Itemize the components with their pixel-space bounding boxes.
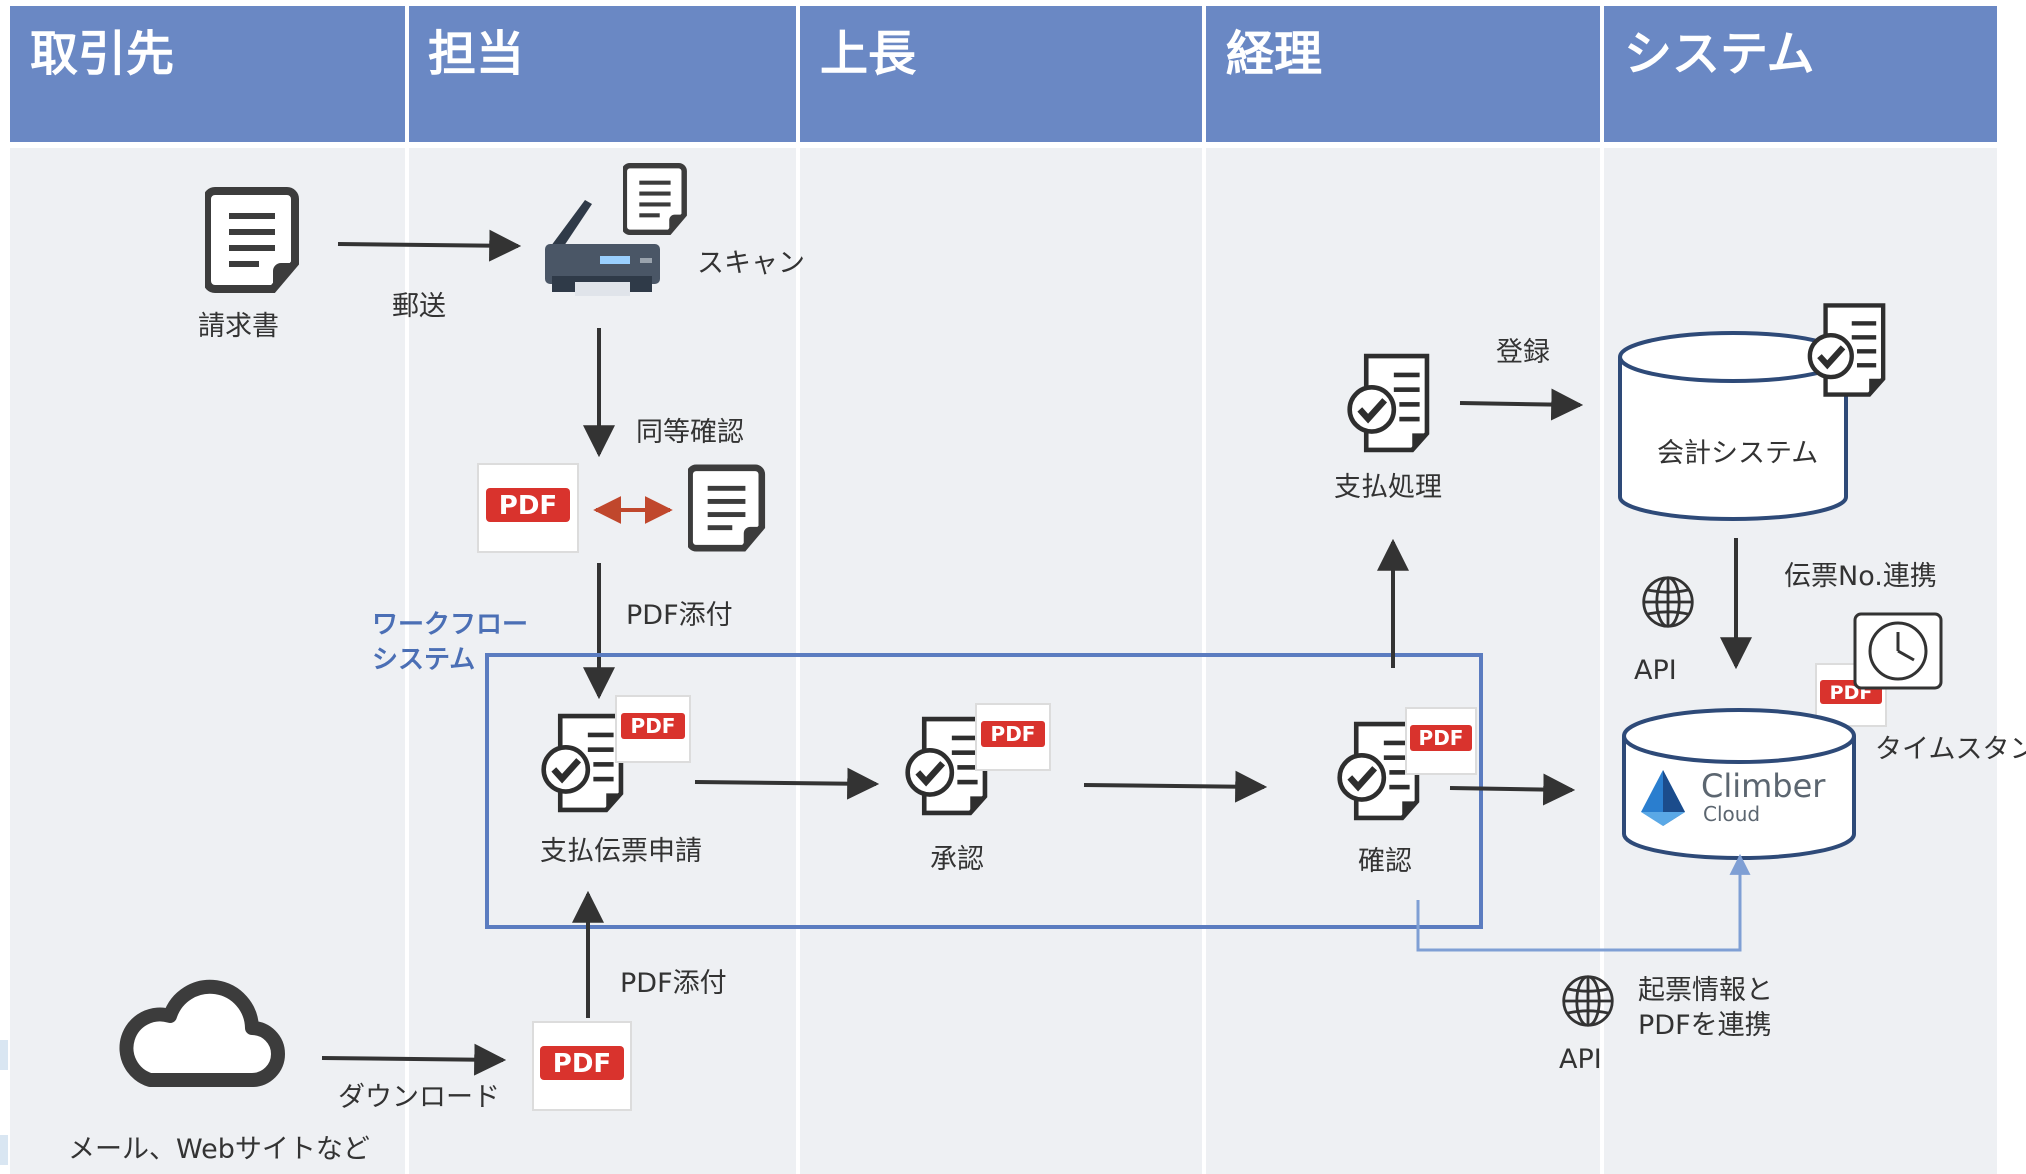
pdf-attach-label-1: PDF添付 <box>626 600 733 631</box>
pdf-file-icon-6: PDF <box>532 1021 632 1111</box>
approval-label: 承認 <box>930 844 984 875</box>
pdf-badge-text: PDF <box>991 722 1036 746</box>
cloud-icon <box>119 979 285 1087</box>
pdf-badge-text: PDF <box>499 491 557 521</box>
voucher-request-label: 支払伝票申請 <box>540 836 702 867</box>
workflow-system-label-2: システム <box>372 645 475 675</box>
timestamp-label: タイムスタンプ <box>1875 734 2026 765</box>
scan-label: スキャン <box>697 248 805 279</box>
pdf-file-icon-4: PDF <box>1405 707 1477 775</box>
accounting-system-database <box>1618 331 1848 521</box>
climber-cloud-database <box>1622 708 1856 860</box>
payment-processing-label: 支払処理 <box>1334 472 1442 503</box>
invoice-document-icon <box>207 191 295 289</box>
workflow-system-box <box>485 653 1483 929</box>
cloud-source-label: メール、Webサイトなど <box>68 1134 370 1165</box>
pdf-attach-label-2: PDF添付 <box>620 968 727 999</box>
link-info-label-2: PDFを連携 <box>1638 1010 1772 1041</box>
lane-title-supplier: 取引先 <box>30 26 174 82</box>
mail-label: 郵送 <box>392 291 446 322</box>
accounting-system-label: 会計システム <box>1657 438 1818 469</box>
lane-title-system: システム <box>1624 26 1815 82</box>
pdf-file-icon-2: PDF <box>615 695 691 763</box>
cloud-label: Cloud <box>1703 802 1760 826</box>
equivalence-check-label: 同等確認 <box>636 417 744 448</box>
link-info-label-1: 起票情報と <box>1638 975 1773 1006</box>
download-label: ダウンロード <box>338 1082 500 1113</box>
lane-title-staff: 担当 <box>428 26 524 82</box>
pdf-badge-text: PDF <box>1419 726 1464 750</box>
lane-title-manager: 上長 <box>820 26 917 82</box>
globe-icon <box>1642 576 1694 628</box>
pdf-badge-text: PDF <box>631 714 676 738</box>
api-label-1: API <box>1634 655 1677 686</box>
api-link-line <box>1416 853 1751 952</box>
api-label-2: API <box>1559 1044 1602 1075</box>
workflow-system-label-1: ワークフロー <box>372 610 528 640</box>
voucher-link-label: 伝票No.連携 <box>1784 561 1937 592</box>
clock-icon <box>1853 612 1943 690</box>
pdf-file-icon-3: PDF <box>975 703 1051 771</box>
confirmation-label: 確認 <box>1358 846 1412 877</box>
climber-logo-icon <box>1641 770 1685 826</box>
scanner-icon <box>545 200 660 296</box>
lane-title-accounting: 経理 <box>1226 26 1322 82</box>
pdf-badge-text: PDF <box>553 1049 611 1079</box>
pdf-file-icon-1: PDF <box>477 463 579 553</box>
scanned-document-icon <box>624 166 684 233</box>
climber-label: Climber <box>1701 767 1826 805</box>
paper-document-icon <box>690 468 762 548</box>
invoice-label: 請求書 <box>198 311 279 342</box>
lane-header-row: 取引先 担当 上長 経理 システム <box>10 6 1997 142</box>
globe-icon <box>1562 975 1614 1027</box>
register-label: 登録 <box>1496 337 1550 368</box>
